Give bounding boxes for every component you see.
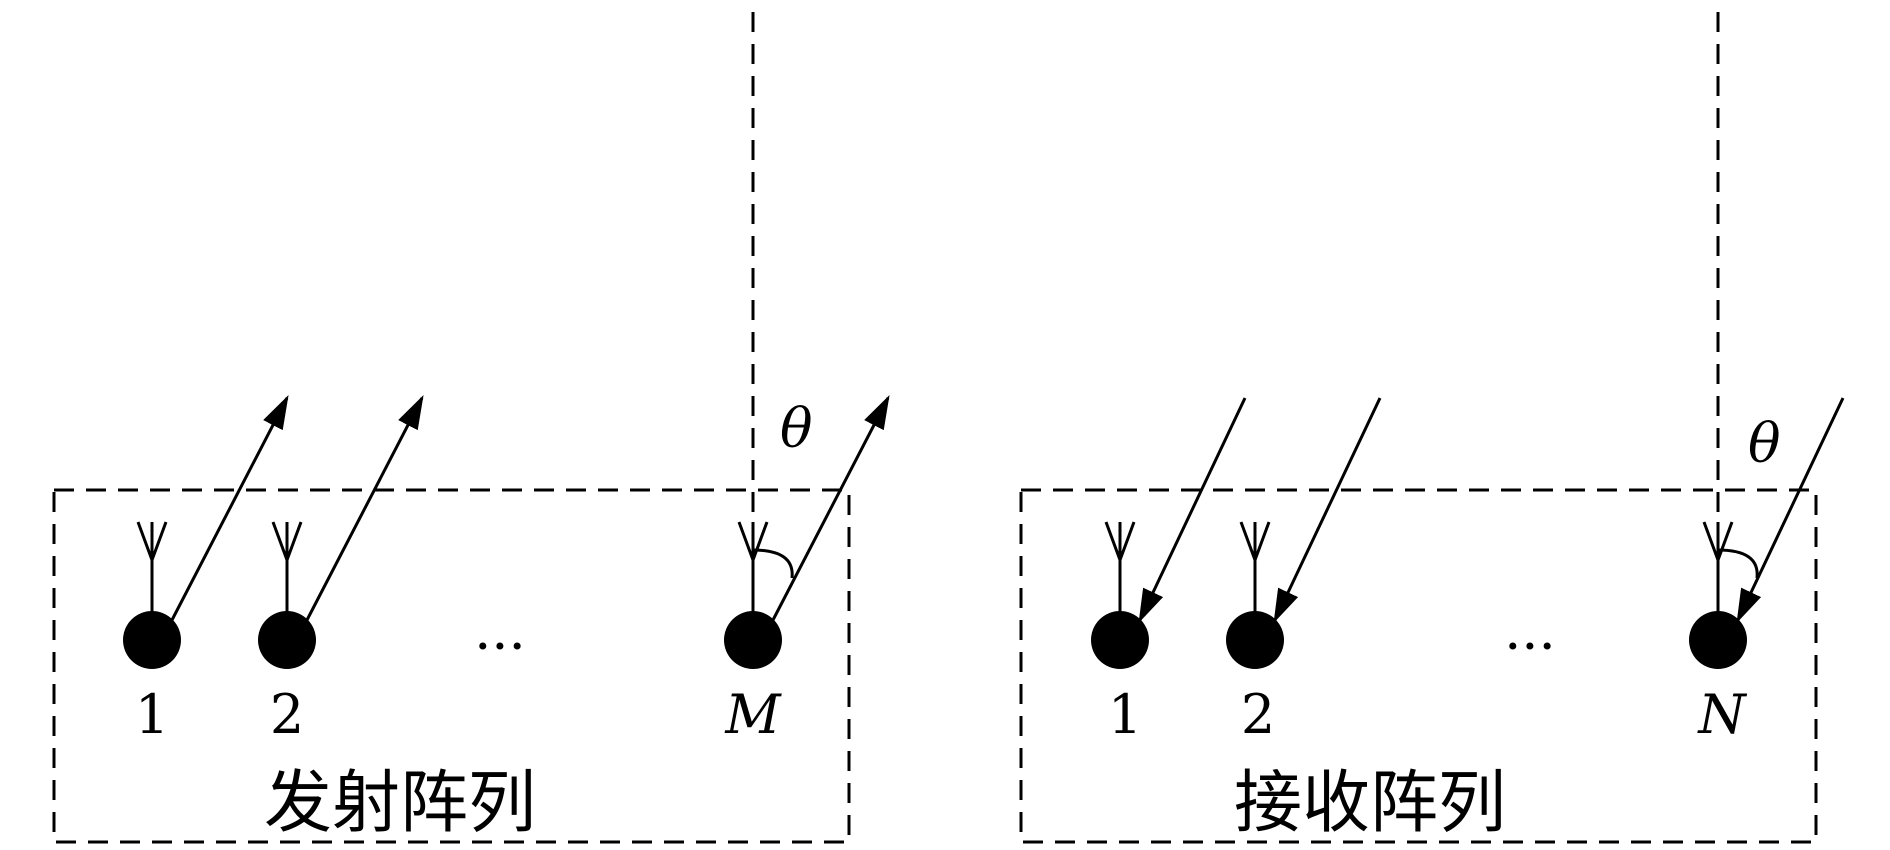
receive-beam-arrow	[1138, 397, 1247, 624]
transmit-label-M: M	[724, 683, 782, 746]
transmit-array: θ ··· 1 2 M 发射阵列	[52, 12, 890, 844]
antenna-element-dot	[1226, 611, 1284, 669]
transmit-label-1: 1	[135, 683, 169, 746]
angle-label-theta: θ	[1748, 412, 1781, 475]
transmit-array-title: 发射阵列	[264, 764, 536, 843]
transmit-element-M: θ	[724, 12, 890, 669]
angle-arc	[752, 548, 794, 579]
receive-array: θ ··· 1 2 N 接收阵列	[1019, 12, 1845, 844]
receive-label-N: N	[1696, 683, 1747, 746]
receive-array-box	[1019, 488, 1818, 844]
receive-array-title: 接收阵列	[1234, 764, 1506, 843]
transmit-beam-arrow	[170, 394, 289, 621]
antenna-element-dot	[123, 611, 181, 669]
receive-element-2	[1226, 397, 1382, 669]
receive-label-1: 1	[1108, 683, 1142, 746]
receive-beam-arrow	[1273, 397, 1382, 624]
antenna-element-dot	[1091, 611, 1149, 669]
receive-label-2: 2	[1241, 683, 1275, 746]
transmit-array-box	[52, 488, 851, 844]
angle-label-theta: θ	[780, 397, 813, 460]
transmit-beam-arrow	[305, 394, 424, 621]
transmit-label-2: 2	[270, 683, 304, 746]
antenna-element-dot	[1689, 611, 1747, 669]
transmit-element-2	[258, 394, 424, 669]
transmit-element-1	[123, 394, 289, 669]
transmit-beam-arrow	[771, 394, 890, 621]
antenna-element-dot	[258, 611, 316, 669]
receive-ellipsis: ···	[1504, 615, 1556, 678]
receive-beam-arrow	[1736, 397, 1845, 624]
receive-element-N: θ	[1689, 12, 1845, 669]
receive-element-1	[1091, 397, 1247, 669]
angle-arc	[1717, 548, 1759, 579]
antenna-element-dot	[724, 611, 782, 669]
transmit-ellipsis: ···	[474, 615, 526, 678]
